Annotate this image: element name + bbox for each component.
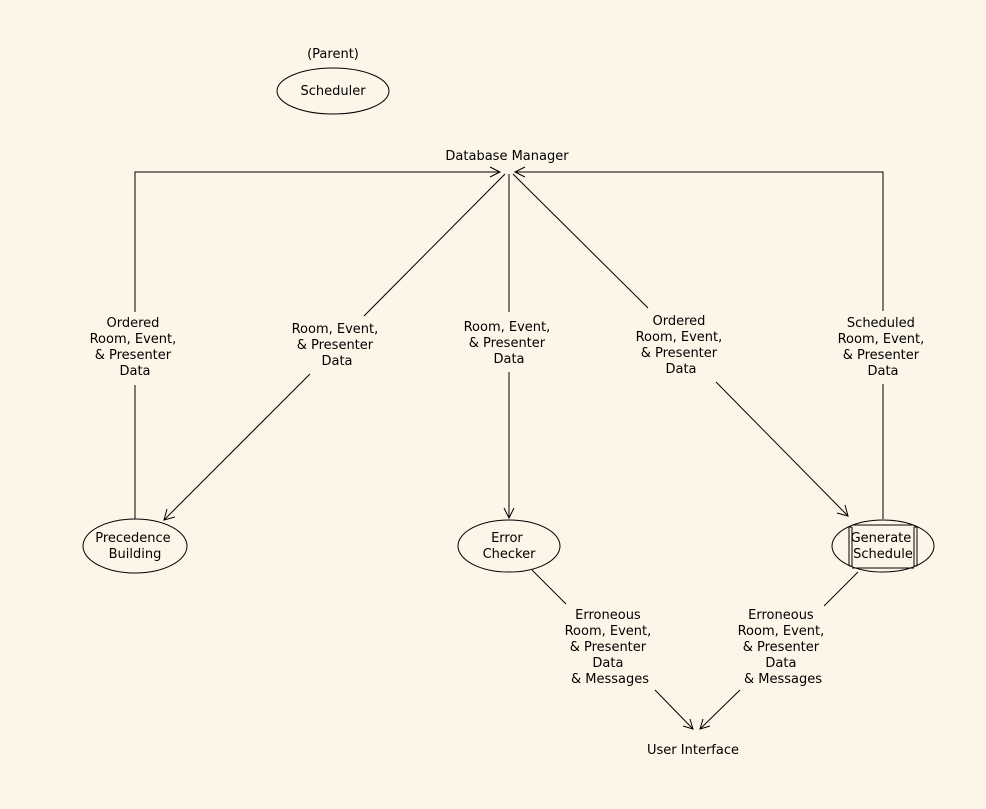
error-checker-label: Error Checker — [483, 531, 537, 562]
generate-schedule-process — [831, 519, 935, 573]
flow-scheduled-from-generate: Scheduled Room, Event, & Presenter Data — [513, 166, 929, 519]
database-manager-label: Database Manager — [445, 149, 569, 164]
user-interface-label: User Interface — [647, 743, 739, 758]
scheduler-label: Scheduler — [300, 84, 366, 99]
flow-data-to-precedence: Room, Event, & Presenter Data — [163, 173, 506, 521]
flow-label-f6: Erroneous Room, Event, & Presenter Data … — [565, 608, 656, 687]
flow-label-f2: Room, Event, & Presenter Data — [292, 322, 383, 369]
flow-label-f1: Ordered Room, Event, & Presenter Data — [90, 316, 181, 379]
flow-data-to-error-checker: Room, Event, & Presenter Data — [464, 174, 555, 520]
flow-label-f5: Scheduled Room, Event, & Presenter Data — [838, 316, 929, 379]
flow-errors-from-generate: Erroneous Room, Event, & Presenter Data … — [699, 571, 859, 730]
precedence-building-process — [82, 518, 188, 574]
flow-label-f3: Room, Event, & Presenter Data — [464, 320, 555, 367]
precedence-building-label: Precedence Building — [95, 531, 175, 562]
flow-label-f7: Erroneous Room, Event, & Presenter Data … — [738, 608, 829, 687]
error-checker-process — [457, 519, 561, 573]
flow-label-f4: Ordered Room, Event, & Presenter Data — [636, 314, 727, 377]
parent-label: (Parent) — [307, 47, 359, 62]
flow-errors-from-error-checker: Erroneous Room, Event, & Presenter Data … — [531, 569, 694, 730]
flow-ordered-from-precedence: Ordered Room, Event, & Presenter Data — [90, 166, 502, 519]
scheduler-process — [276, 67, 390, 115]
generate-schedule-label: Generate Schedule — [851, 531, 916, 562]
flow-ordered-to-generate: Ordered Room, Event, & Presenter Data — [512, 173, 849, 517]
